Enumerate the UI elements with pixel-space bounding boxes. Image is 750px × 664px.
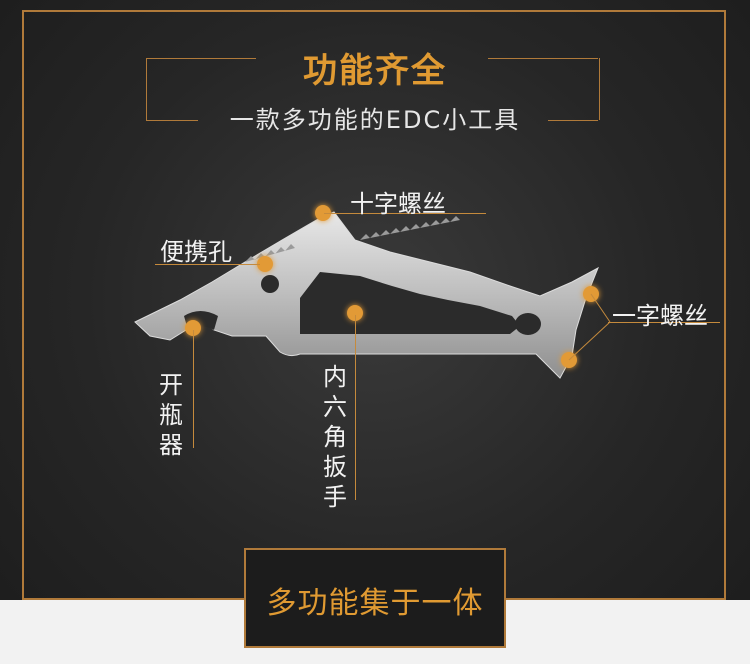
- footer-box: [244, 548, 506, 648]
- hex-wrench-leader-line: [355, 315, 356, 500]
- tail-hole-cutout: [515, 313, 541, 335]
- carry-hole-leader-line: [155, 264, 260, 265]
- hex-wrench-dot: [347, 305, 363, 321]
- carry-hole-cutout: [261, 275, 279, 293]
- header-bottom-line-right: [548, 120, 598, 121]
- bottle-opener-leader-line: [193, 330, 194, 448]
- footer-text: 多功能集于一体: [266, 586, 484, 621]
- carry-hole-dot: [257, 256, 273, 272]
- bottle-opener-dot: [185, 320, 201, 336]
- label-flat-screwdriver: 一字螺丝: [612, 302, 708, 330]
- phillips-leader-line: [324, 213, 486, 214]
- flat-screw-leader-line: [608, 322, 720, 323]
- label-carry-hole: 便携孔: [160, 238, 232, 266]
- label-bottle-opener: 开瓶器: [159, 371, 183, 459]
- label-phillips-screwdriver: 十字螺丝: [350, 190, 446, 218]
- phillips-dot: [315, 205, 331, 221]
- label-hex-wrench: 内六角扳手: [323, 363, 347, 511]
- header-top-line-right: [488, 58, 598, 59]
- header-frame: [146, 58, 600, 120]
- header-top-line-left: [146, 58, 256, 59]
- header-bottom-line-left: [146, 120, 198, 121]
- tool-teeth: [245, 216, 460, 262]
- page-subtitle: 一款多功能的EDC小工具: [229, 106, 521, 134]
- page-title: 功能齐全: [303, 51, 447, 91]
